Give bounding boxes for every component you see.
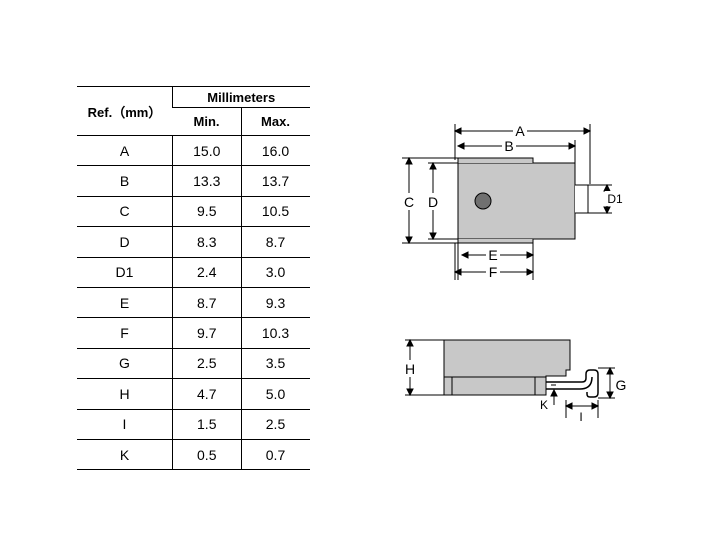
label-k: K [540,398,548,412]
side-view-labels: H G K I [403,360,626,424]
label-f: F [489,264,498,280]
cell-min: 1.5 [172,408,241,440]
upper-flange [457,157,534,163]
min-header: Min. [193,114,220,129]
cell-max: 10.5 [240,195,310,227]
cell-ref: D1 [77,256,173,288]
cell-max: 13.7 [240,165,310,197]
cell-ref: K [77,438,173,471]
bent-lead [546,369,599,398]
cell-ref: B [77,165,173,197]
top-view-labels: A B C D D1 E F [402,123,625,280]
cell-ref: F [77,317,173,349]
cell-ref: H [77,378,173,410]
cell-min: 9.5 [172,195,241,227]
cell-min: 8.7 [172,286,241,318]
max-header: Max. [240,107,310,136]
cell-ref: D [77,226,173,258]
cell-max: 2.5 [240,408,310,440]
cell-ref: E [77,286,173,318]
cell-max: 3.5 [240,347,310,379]
cell-ref: G [77,347,173,379]
cell-ref: C [77,195,173,227]
cell-max: 16.0 [240,134,310,166]
cell-min: 15.0 [172,134,241,166]
cell-min: 4.7 [172,378,241,410]
label-a: A [515,123,525,139]
cell-min: 13.3 [172,165,241,197]
side-view [405,338,615,418]
label-c: C [404,194,414,210]
label-b: B [504,138,513,154]
cell-max: 10.3 [240,317,310,349]
mounting-hole [474,192,492,210]
cell-max: 5.0 [240,378,310,410]
cell-min: 0.5 [172,438,241,471]
cell-max: 8.7 [240,226,310,258]
cell-min: 2.4 [172,256,241,288]
label-g: G [616,377,627,393]
top-view [402,124,612,280]
side-body [443,339,571,396]
cell-ref: I [77,408,173,440]
lead-tab [575,184,589,214]
label-h: H [405,361,415,377]
cell-min: 8.3 [172,226,241,258]
label-i: I [579,410,582,424]
millimeters-header: Millimeters [172,86,310,108]
cell-max: 3.0 [240,256,310,288]
label-d1: D1 [607,192,623,206]
label-e: E [488,247,497,263]
cell-min: 2.5 [172,347,241,379]
lower-flange [457,239,534,244]
cell-min: 9.7 [172,317,241,349]
label-d: D [428,194,438,210]
ref-header: Ref.（mm） [77,86,173,136]
cell-max: 9.3 [240,286,310,318]
package-body [457,162,576,240]
cell-ref: A [77,134,173,166]
cell-max: 0.7 [240,438,310,471]
